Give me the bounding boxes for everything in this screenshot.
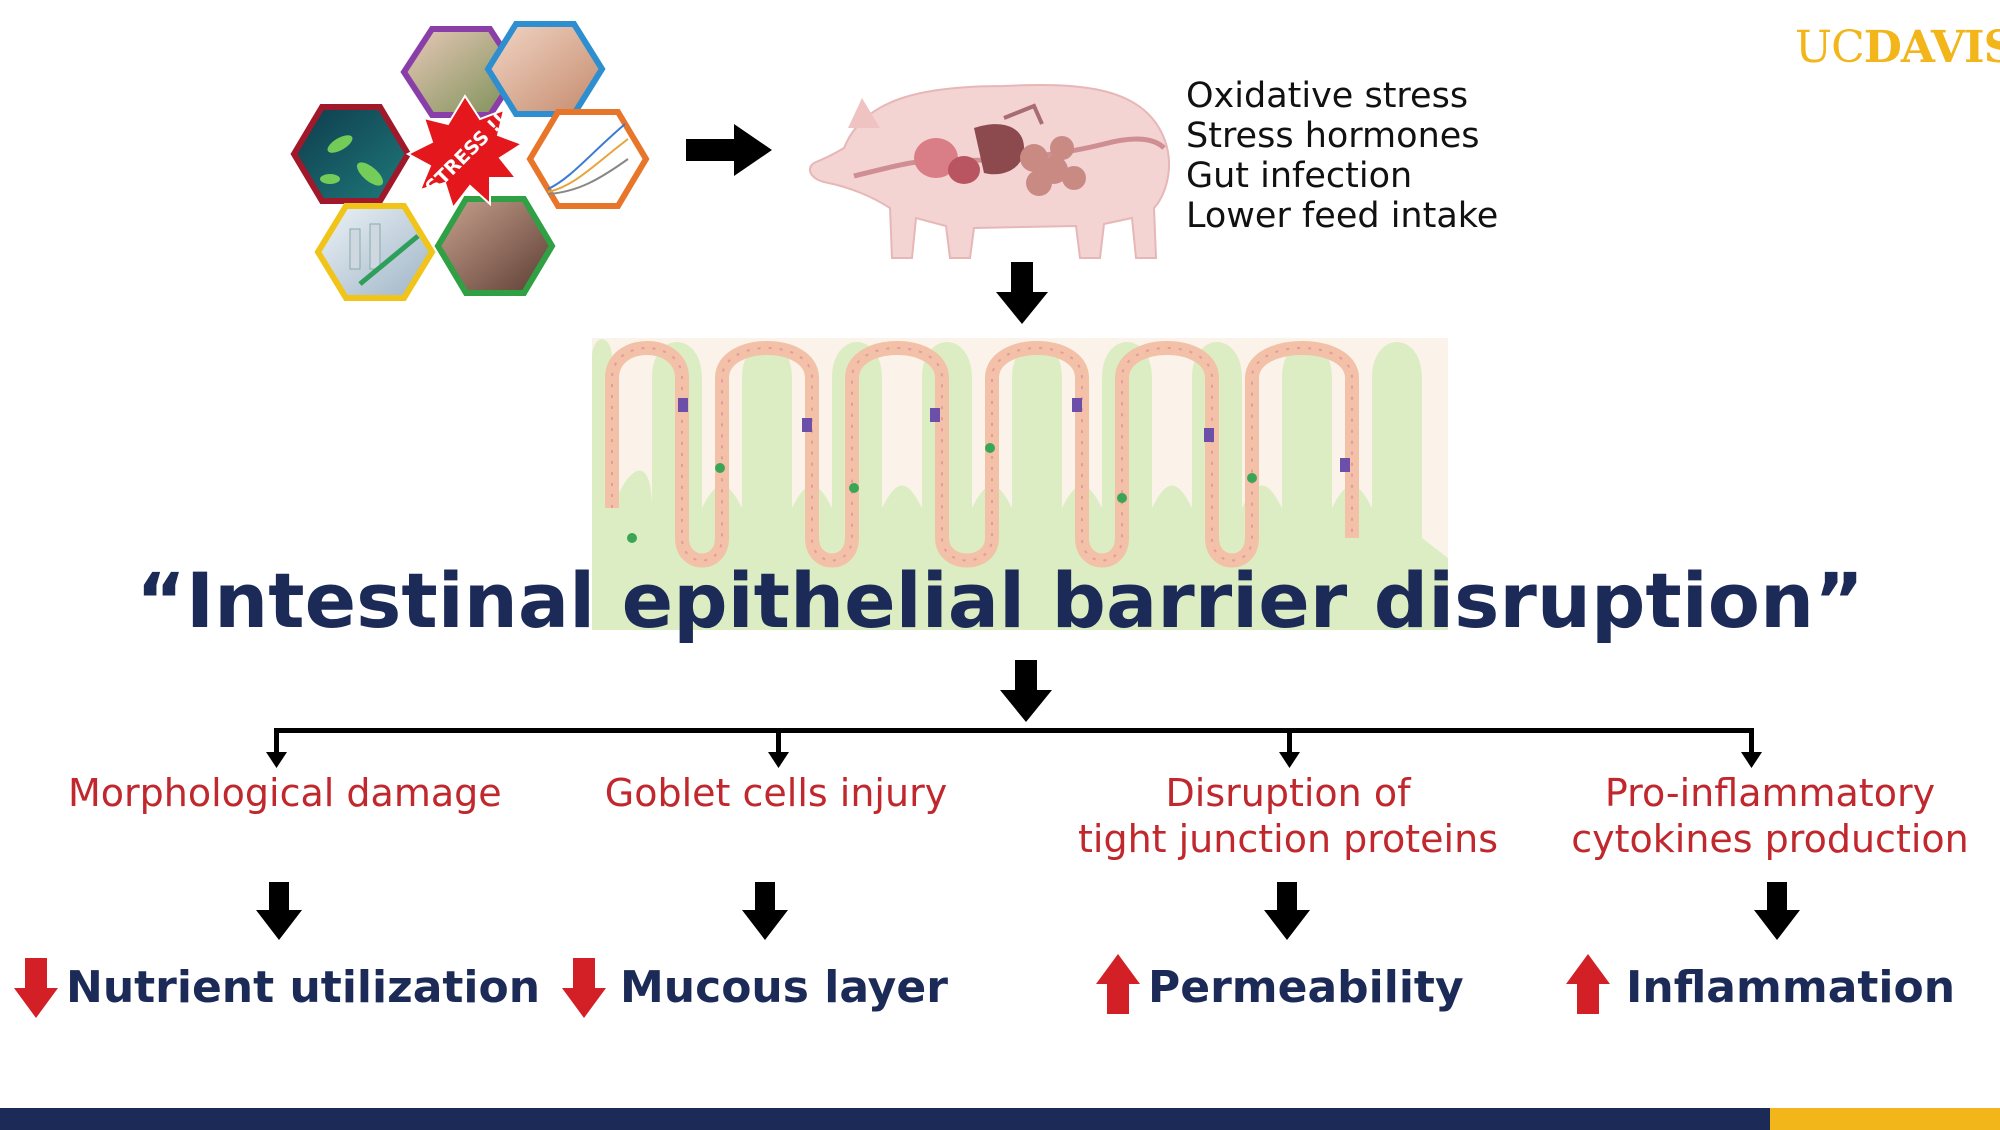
- arrow-down-icon: [1264, 882, 1310, 940]
- pig-anatomy-illustration: [808, 83, 1170, 259]
- stressor-item: Gut infection: [1186, 156, 1413, 196]
- logo-davis: DAVIS: [1863, 22, 2000, 73]
- stressor-item: Lower feed intake: [1186, 196, 1499, 236]
- category-label: cytokines production: [1571, 817, 1969, 861]
- red-down-arrow-icon: [562, 958, 606, 1018]
- intestinal-villi-illustration: [592, 338, 1448, 630]
- category-label: Morphological damage: [68, 771, 502, 815]
- stressor-hexagon-collage: STRESS !!: [290, 21, 650, 301]
- red-down-arrow-icon: [14, 958, 58, 1018]
- category-label: tight junction proteins: [1077, 817, 1498, 861]
- outcome-permeability: Permeability: [1148, 962, 1464, 1013]
- diagram-title: “Intestinal epithelial barrier disruptio…: [135, 556, 1865, 645]
- branch-connector: [266, 728, 1762, 768]
- ucdavis-logo: UCDAVIS: [1795, 22, 2000, 73]
- category-goblet-cells-injury: Goblet cells injury: [576, 770, 976, 816]
- arrow-down-icon: [1000, 660, 1052, 722]
- category-label: Goblet cells injury: [604, 771, 948, 815]
- stress-burst-icon: [405, 94, 525, 211]
- outcome-inflammation: Inflammation: [1626, 962, 1956, 1013]
- footer-bar-gold: [1770, 1108, 2000, 1130]
- stressor-item: Stress hormones: [1186, 116, 1480, 156]
- piglets-hexagon: [484, 21, 606, 117]
- stressor-item: Oxidative stress: [1186, 76, 1469, 116]
- outcome-mucous-layer: Mucous layer: [620, 962, 948, 1013]
- red-up-arrow-icon: [1096, 954, 1140, 1014]
- category-pro-inflammatory: Pro-inflammatory cytokines production: [1560, 770, 1980, 862]
- category-label: Disruption of: [1165, 771, 1411, 815]
- stressor-list: Oxidative stress Stress hormones Gut inf…: [1186, 76, 1498, 236]
- arrow-down-icon: [256, 882, 302, 940]
- arrow-down-icon: [1754, 882, 1800, 940]
- bacteria-hexagon: [290, 104, 412, 204]
- arrow-down-icon: [742, 882, 788, 940]
- logo-uc: UC: [1795, 22, 1865, 73]
- red-up-arrow-icon: [1566, 954, 1610, 1014]
- arrow-down-icon: [996, 262, 1048, 324]
- footer-bar-navy: [0, 1108, 1770, 1130]
- category-morphological-damage: Morphological damage: [68, 770, 502, 816]
- category-tight-junction: Disruption of tight junction proteins: [1072, 770, 1504, 862]
- arrow-right-icon: [686, 124, 772, 176]
- category-label: Pro-inflammatory: [1604, 771, 1936, 815]
- outcome-nutrient-utilization: Nutrient utilization: [66, 962, 541, 1013]
- pig-herd-hexagon: [434, 196, 556, 296]
